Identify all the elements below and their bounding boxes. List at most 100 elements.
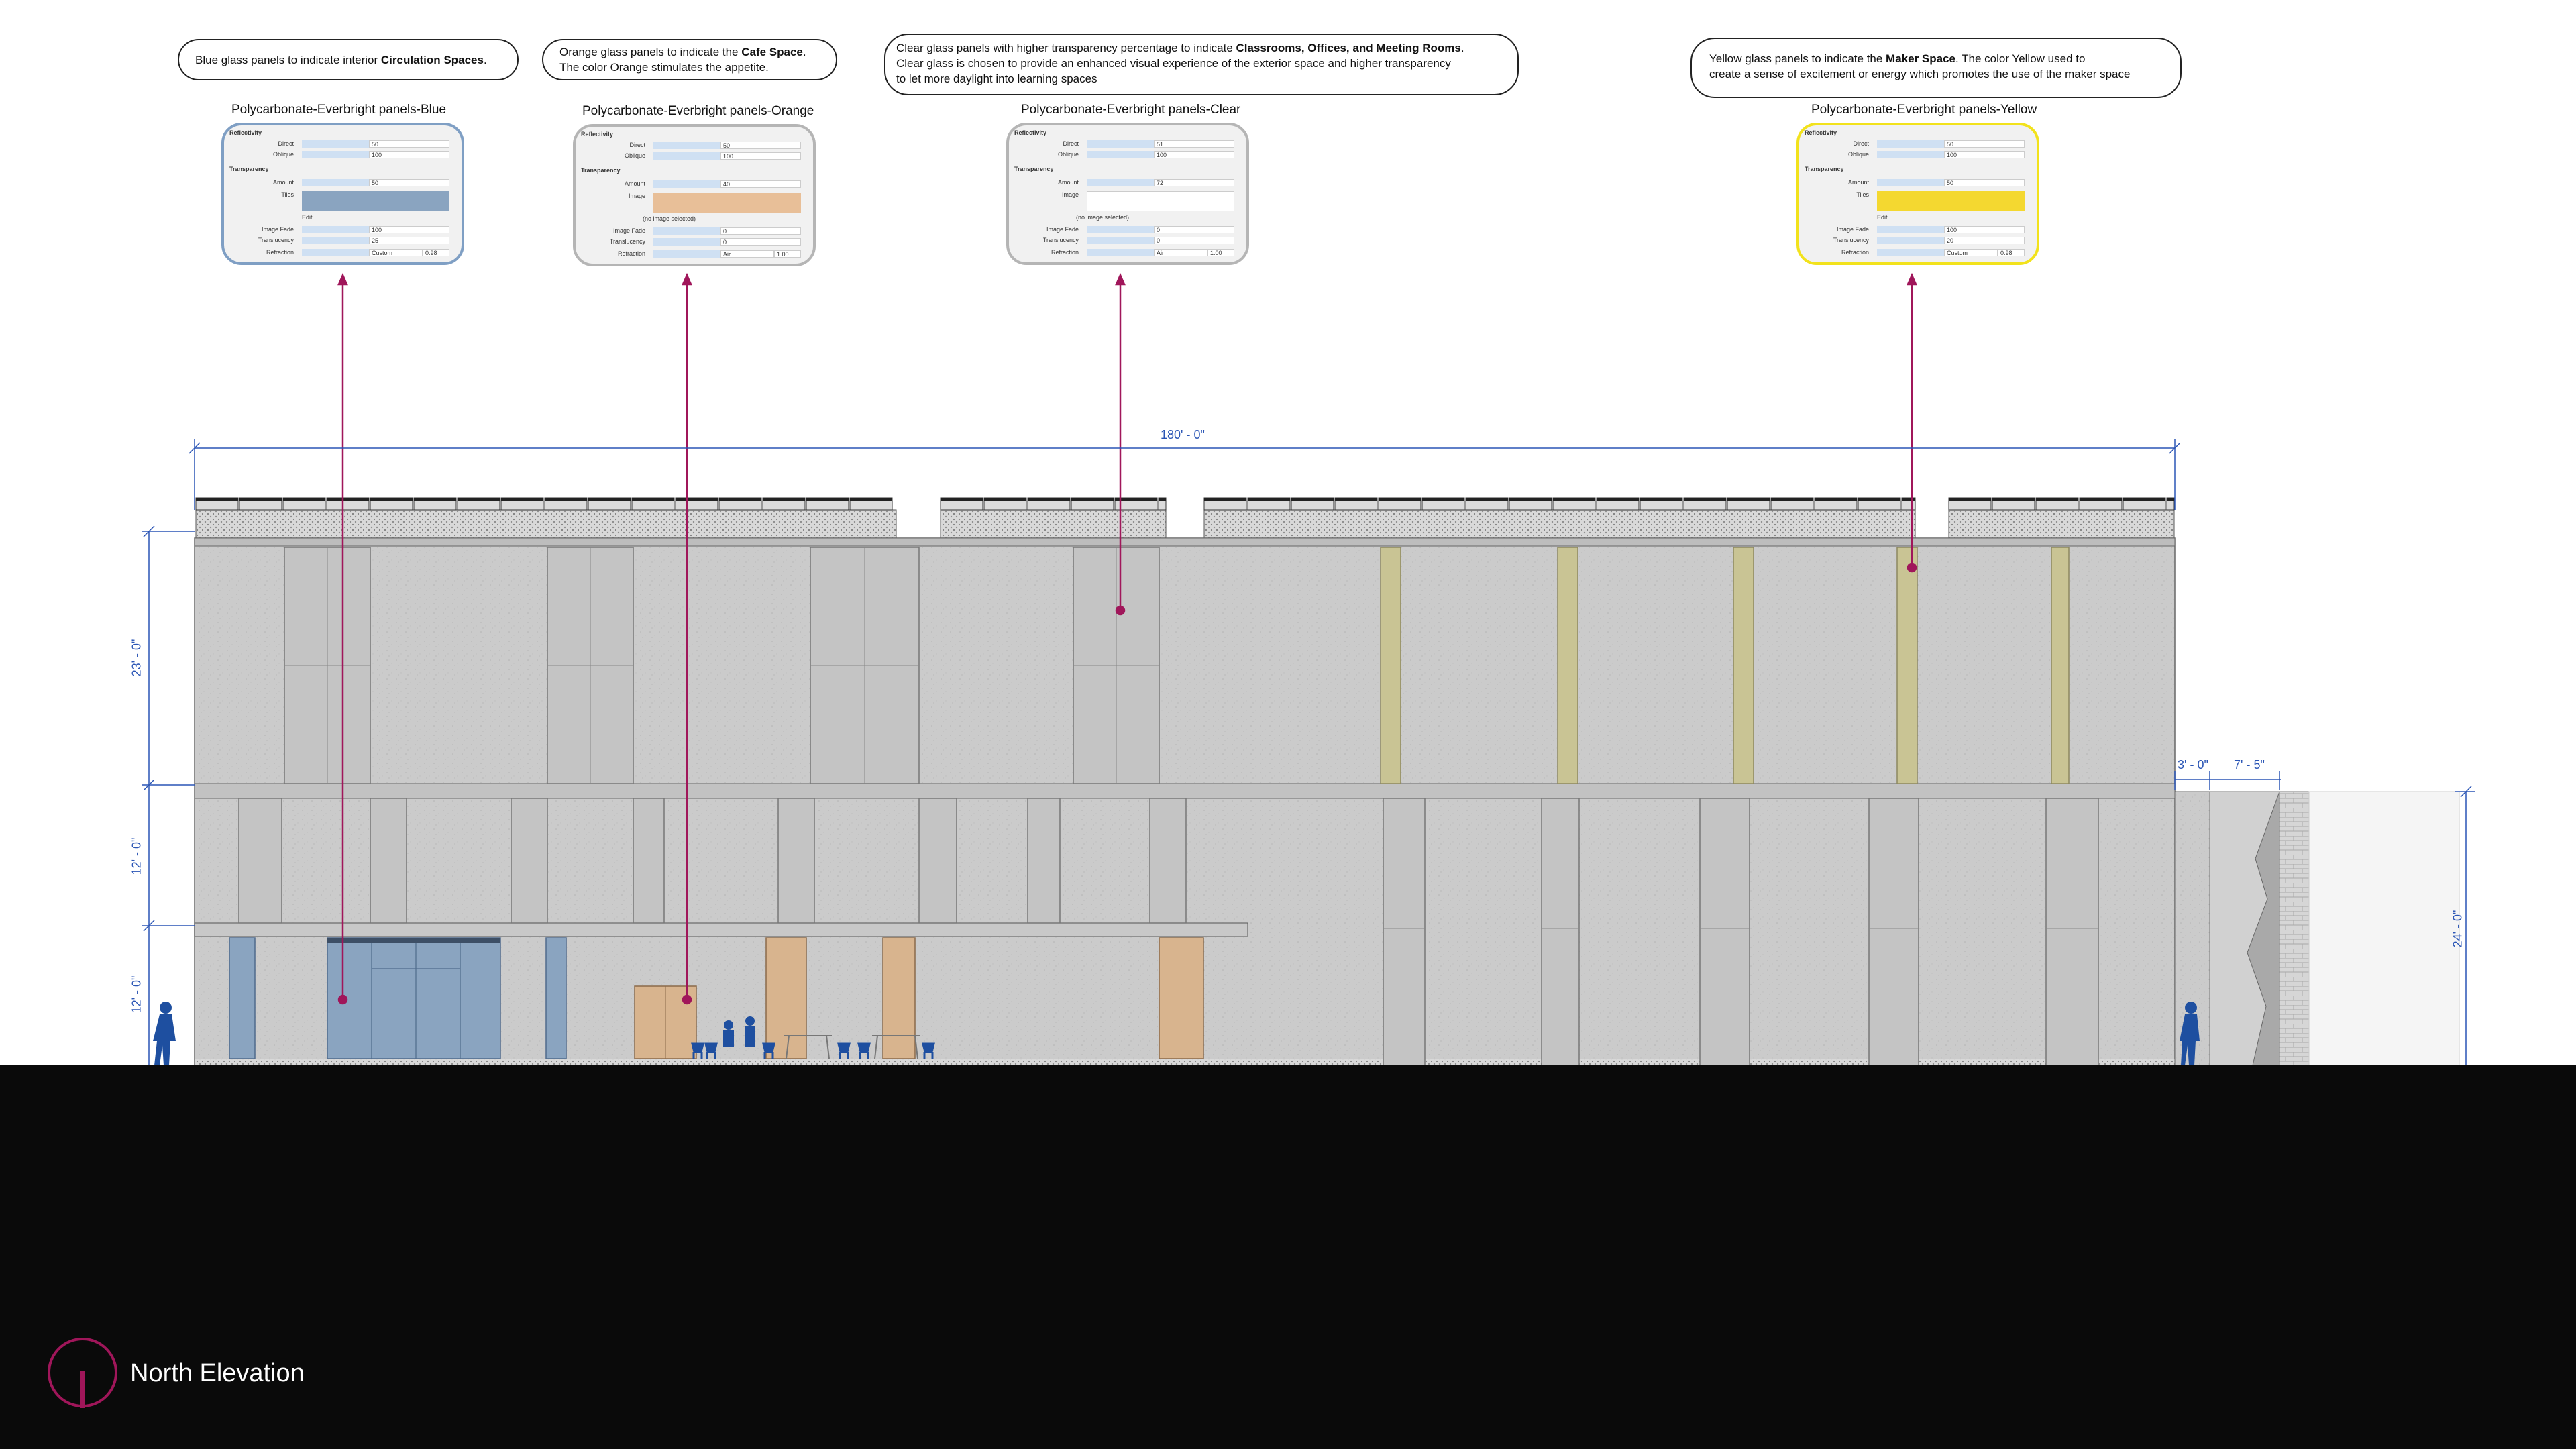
roof-panel-cap [196, 498, 238, 501]
roof-panel-cap [984, 498, 1026, 501]
panel-slider[interactable] [1087, 140, 1154, 148]
callout-text: . [483, 54, 487, 66]
panel-value-field[interactable]: 50 [1944, 140, 2025, 148]
roof-panel-cap [1858, 498, 1900, 501]
panel-value-field[interactable]: 51 [1154, 140, 1234, 148]
panel-slider[interactable] [1087, 151, 1154, 158]
panel-field-label: Refraction [266, 249, 294, 256]
panel-value-field[interactable]: 1.00 [774, 250, 801, 258]
panel-title-blue: Polycarbonate-Everbright panels-Blue [231, 103, 447, 117]
panel-section-label: Transparency [1805, 166, 1844, 172]
panel-value-field[interactable]: 50 [1944, 179, 2025, 186]
chair [762, 1042, 775, 1059]
panel-note: (no image selected) [643, 215, 696, 222]
panel-row: Image [1009, 191, 1246, 211]
panel-value-field[interactable]: 20 [1944, 237, 2025, 244]
panel-row: Edit... [224, 214, 462, 223]
dim-side-b: 7' - 5" [2234, 758, 2265, 771]
panel-value-field[interactable]: 0 [720, 227, 801, 235]
roof-panel-cap [1509, 498, 1552, 501]
panel-value-field[interactable]: 100 [720, 152, 801, 160]
panel-slider[interactable] [1087, 249, 1154, 256]
panel-value-field[interactable]: 100 [1154, 151, 1234, 158]
panel-value-field[interactable]: 100 [1944, 151, 2025, 158]
panel-slider[interactable] [653, 180, 720, 188]
callout-bold: Circulation Spaces [380, 54, 484, 66]
panel-value-field[interactable]: 50 [720, 142, 801, 149]
panel-section-label: Reflectivity [581, 131, 614, 138]
panel-value-field[interactable]: 50 [369, 179, 449, 186]
panel-color-swatch[interactable] [302, 191, 449, 211]
panel-color-swatch[interactable] [653, 193, 801, 213]
panel-value-field[interactable]: 100 [369, 226, 449, 233]
panel-value-field[interactable]: 100 [1944, 226, 2025, 233]
panel-slider[interactable] [653, 152, 720, 160]
panel-color-swatch[interactable] [1087, 191, 1234, 211]
panel-slider[interactable] [302, 249, 369, 256]
panel-value-field[interactable]: 72 [1154, 179, 1234, 186]
panel-slider[interactable] [302, 151, 369, 158]
roof-edge [194, 537, 2176, 547]
panel-value-field[interactable]: 0.98 [423, 249, 449, 256]
panel-slider[interactable] [1877, 140, 1944, 148]
panel-slider[interactable] [302, 140, 369, 148]
roof-panel-cap [1902, 498, 1915, 501]
roof-panel-cap [1204, 498, 1246, 501]
panel-slider[interactable] [1877, 226, 1944, 233]
roof-panel-cap [2080, 498, 2122, 501]
panel-value-field[interactable]: 50 [369, 140, 449, 148]
callout-blue: Blue glass panels to indicate interior C… [178, 39, 519, 80]
dim-level1: 12' - 0" [129, 975, 144, 1014]
panel-title-clear: Polycarbonate-Everbright panels-Clear [1021, 103, 1241, 117]
callout-text: Blue glass panels to indicate interior [195, 54, 381, 66]
panel-slider[interactable] [653, 227, 720, 235]
panel-slider[interactable] [653, 142, 720, 149]
panel-slider[interactable] [1087, 179, 1154, 186]
dim-level3: 23' - 0" [129, 639, 144, 677]
roof-panel-cap [1992, 498, 2035, 501]
panel-field-label: Direct [278, 140, 294, 147]
panel-slider[interactable] [1877, 237, 1944, 244]
panel-row: Reflectivity [224, 129, 462, 138]
dim-level2: 12' - 0" [129, 837, 144, 875]
panel-slider[interactable] [653, 250, 720, 258]
panel-slider[interactable] [1087, 226, 1154, 233]
panel-value-field[interactable]: Custom [369, 249, 423, 256]
panel-slider[interactable] [1877, 151, 1944, 158]
panel-slider[interactable] [302, 179, 369, 186]
cafe-tables [784, 1035, 920, 1059]
callout-text: to let more daylight into learning space… [896, 72, 1097, 85]
panel-value-field[interactable]: 100 [369, 151, 449, 158]
panel-value-field[interactable]: 0 [720, 238, 801, 246]
panel-slider[interactable] [302, 237, 369, 244]
panel-value-field[interactable]: Air [1154, 249, 1208, 256]
middle-windows [238, 798, 2099, 1066]
view-title: North Elevation [130, 1359, 305, 1387]
panel-field-label: Oblique [272, 151, 294, 158]
roof-panel-cap [1466, 498, 1508, 501]
panel-color-swatch[interactable] [1877, 191, 2025, 211]
panel-value-field[interactable]: 1.00 [1208, 249, 1234, 256]
panel-value-field[interactable]: Air [720, 250, 774, 258]
roof-panel-cap [1159, 498, 1166, 501]
panel-slider[interactable] [1087, 237, 1154, 244]
panel-value-field[interactable]: 0 [1154, 226, 1234, 233]
panel-value-field[interactable]: 0 [1154, 237, 1234, 244]
panel-slider[interactable] [302, 226, 369, 233]
panel-value-field[interactable]: 40 [720, 180, 801, 188]
panel-section-label: Reflectivity [1014, 129, 1047, 136]
panel-value-field[interactable]: 0.98 [1998, 249, 2025, 256]
panel-slider[interactable] [1877, 179, 1944, 186]
panel-slider[interactable] [653, 238, 720, 246]
panel-value-field[interactable]: 25 [369, 237, 449, 244]
panel-value-field[interactable]: Custom [1944, 249, 1998, 256]
panel-field-label: Translucency [1042, 237, 1079, 244]
panel-slider[interactable] [1877, 249, 1944, 256]
dim-overall-width: 180' - 0" [1161, 428, 1205, 441]
